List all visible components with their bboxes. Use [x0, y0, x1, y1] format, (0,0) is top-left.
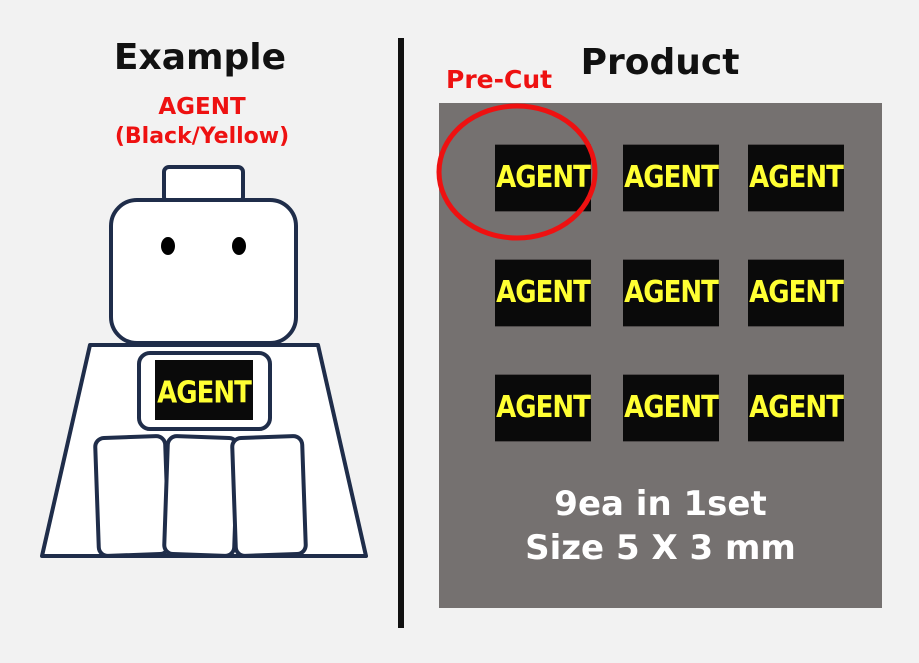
minifigure-badge	[155, 360, 253, 420]
minifigure-right-eye	[232, 237, 246, 255]
example-title: Example	[113, 37, 287, 78]
agent-tag: AGENT	[495, 374, 591, 442]
product-info-size: Size 5 X 3 mm	[525, 528, 796, 568]
minifigure-head	[109, 198, 298, 345]
agent-tag: AGENT	[623, 374, 719, 442]
product-info-quantity: 9ea in 1set	[554, 484, 767, 524]
minifigure-badge-text: AGENT	[157, 375, 252, 410]
minifigure-illustration: AGENT	[40, 165, 368, 558]
section-divider	[398, 38, 404, 628]
agent-tag: AGENT	[495, 144, 591, 212]
minifigure-right-block	[230, 434, 308, 558]
agent-tag: AGENT	[748, 144, 844, 212]
agent-tag: AGENT	[748, 374, 844, 442]
agent-tag: AGENT	[623, 144, 719, 212]
precut-circle	[436, 103, 598, 241]
agent-tag: AGENT	[623, 259, 719, 327]
precut-label: Pre-Cut	[446, 65, 553, 94]
example-label-colors: (Black/Yellow)	[114, 124, 290, 149]
agent-tag: AGENT	[748, 259, 844, 327]
product-title: Product	[580, 42, 740, 83]
example-label-name: AGENT	[158, 94, 246, 120]
agent-tag: AGENT	[495, 259, 591, 327]
minifigure-left-eye	[161, 237, 175, 255]
product-info: 9ea in 1set Size 5 X 3 mm	[439, 482, 882, 570]
